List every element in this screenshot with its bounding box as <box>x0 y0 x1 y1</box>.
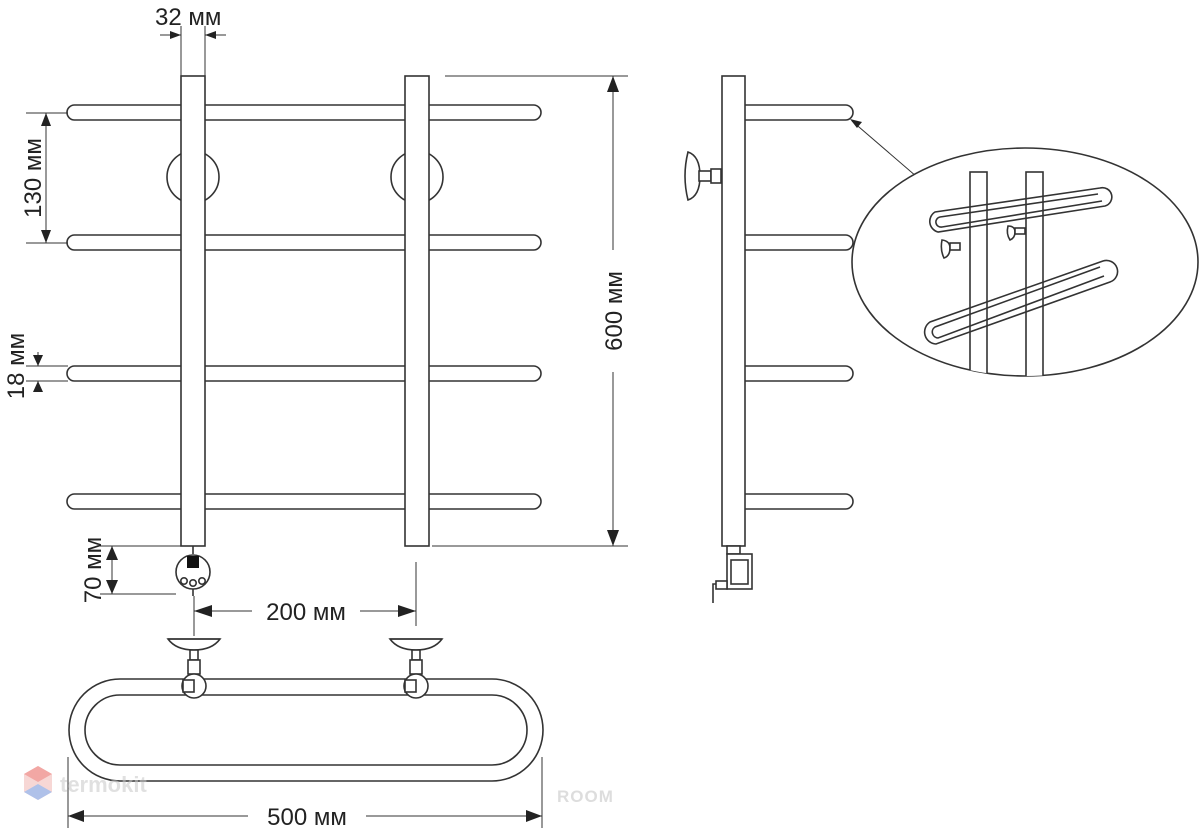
dimension-height: 600 мм <box>432 75 628 547</box>
dimension-rung-diameter: 18 мм <box>3 333 68 399</box>
label-pipe-width: 32 мм <box>155 4 221 31</box>
dimension-total-width: 500 мм <box>67 757 543 829</box>
label-center-distance: 200 мм <box>266 599 346 626</box>
label-height: 600 мм <box>601 271 628 351</box>
label-rung-spacing: 130 мм <box>20 138 47 218</box>
top-mount-right <box>388 638 444 699</box>
heater-element <box>175 546 211 596</box>
side-rung-1 <box>726 104 854 121</box>
top-view <box>68 638 544 782</box>
dimension-center-distance: 200 мм <box>193 562 417 636</box>
room-watermark: ROOM <box>557 787 614 806</box>
termokit-logo: termokit <box>24 766 147 800</box>
side-heater <box>712 545 753 603</box>
side-rung-4 <box>726 493 854 510</box>
label-bottom-offset: 70 мм <box>80 537 107 603</box>
side-pipe <box>721 75 746 547</box>
detail-perspective-view <box>851 147 1199 377</box>
label-total-width: 500 мм <box>267 804 347 829</box>
front-view <box>66 75 542 596</box>
rung-3 <box>66 365 542 382</box>
label-rung-diameter: 18 мм <box>3 333 30 399</box>
side-wall-bracket <box>684 150 722 202</box>
side-view <box>684 75 932 603</box>
side-rung-3 <box>726 365 854 382</box>
rung-1 <box>66 104 542 121</box>
detail-ellipse <box>851 147 1199 377</box>
vertical-pipe-left <box>180 75 206 547</box>
dimension-rung-spacing: 130 мм <box>20 112 68 244</box>
side-rung-2 <box>726 234 854 251</box>
top-loop-inner <box>84 694 528 766</box>
dimension-bottom-offset: 70 мм <box>80 537 181 603</box>
rung-4 <box>66 493 542 510</box>
top-loop-outer <box>68 678 544 782</box>
rung-2 <box>66 234 542 251</box>
vertical-pipe-right <box>404 75 430 547</box>
termokit-watermark: termokit <box>60 772 147 797</box>
dimension-pipe-width: 32 мм <box>155 4 226 76</box>
top-mount-left <box>166 638 222 699</box>
